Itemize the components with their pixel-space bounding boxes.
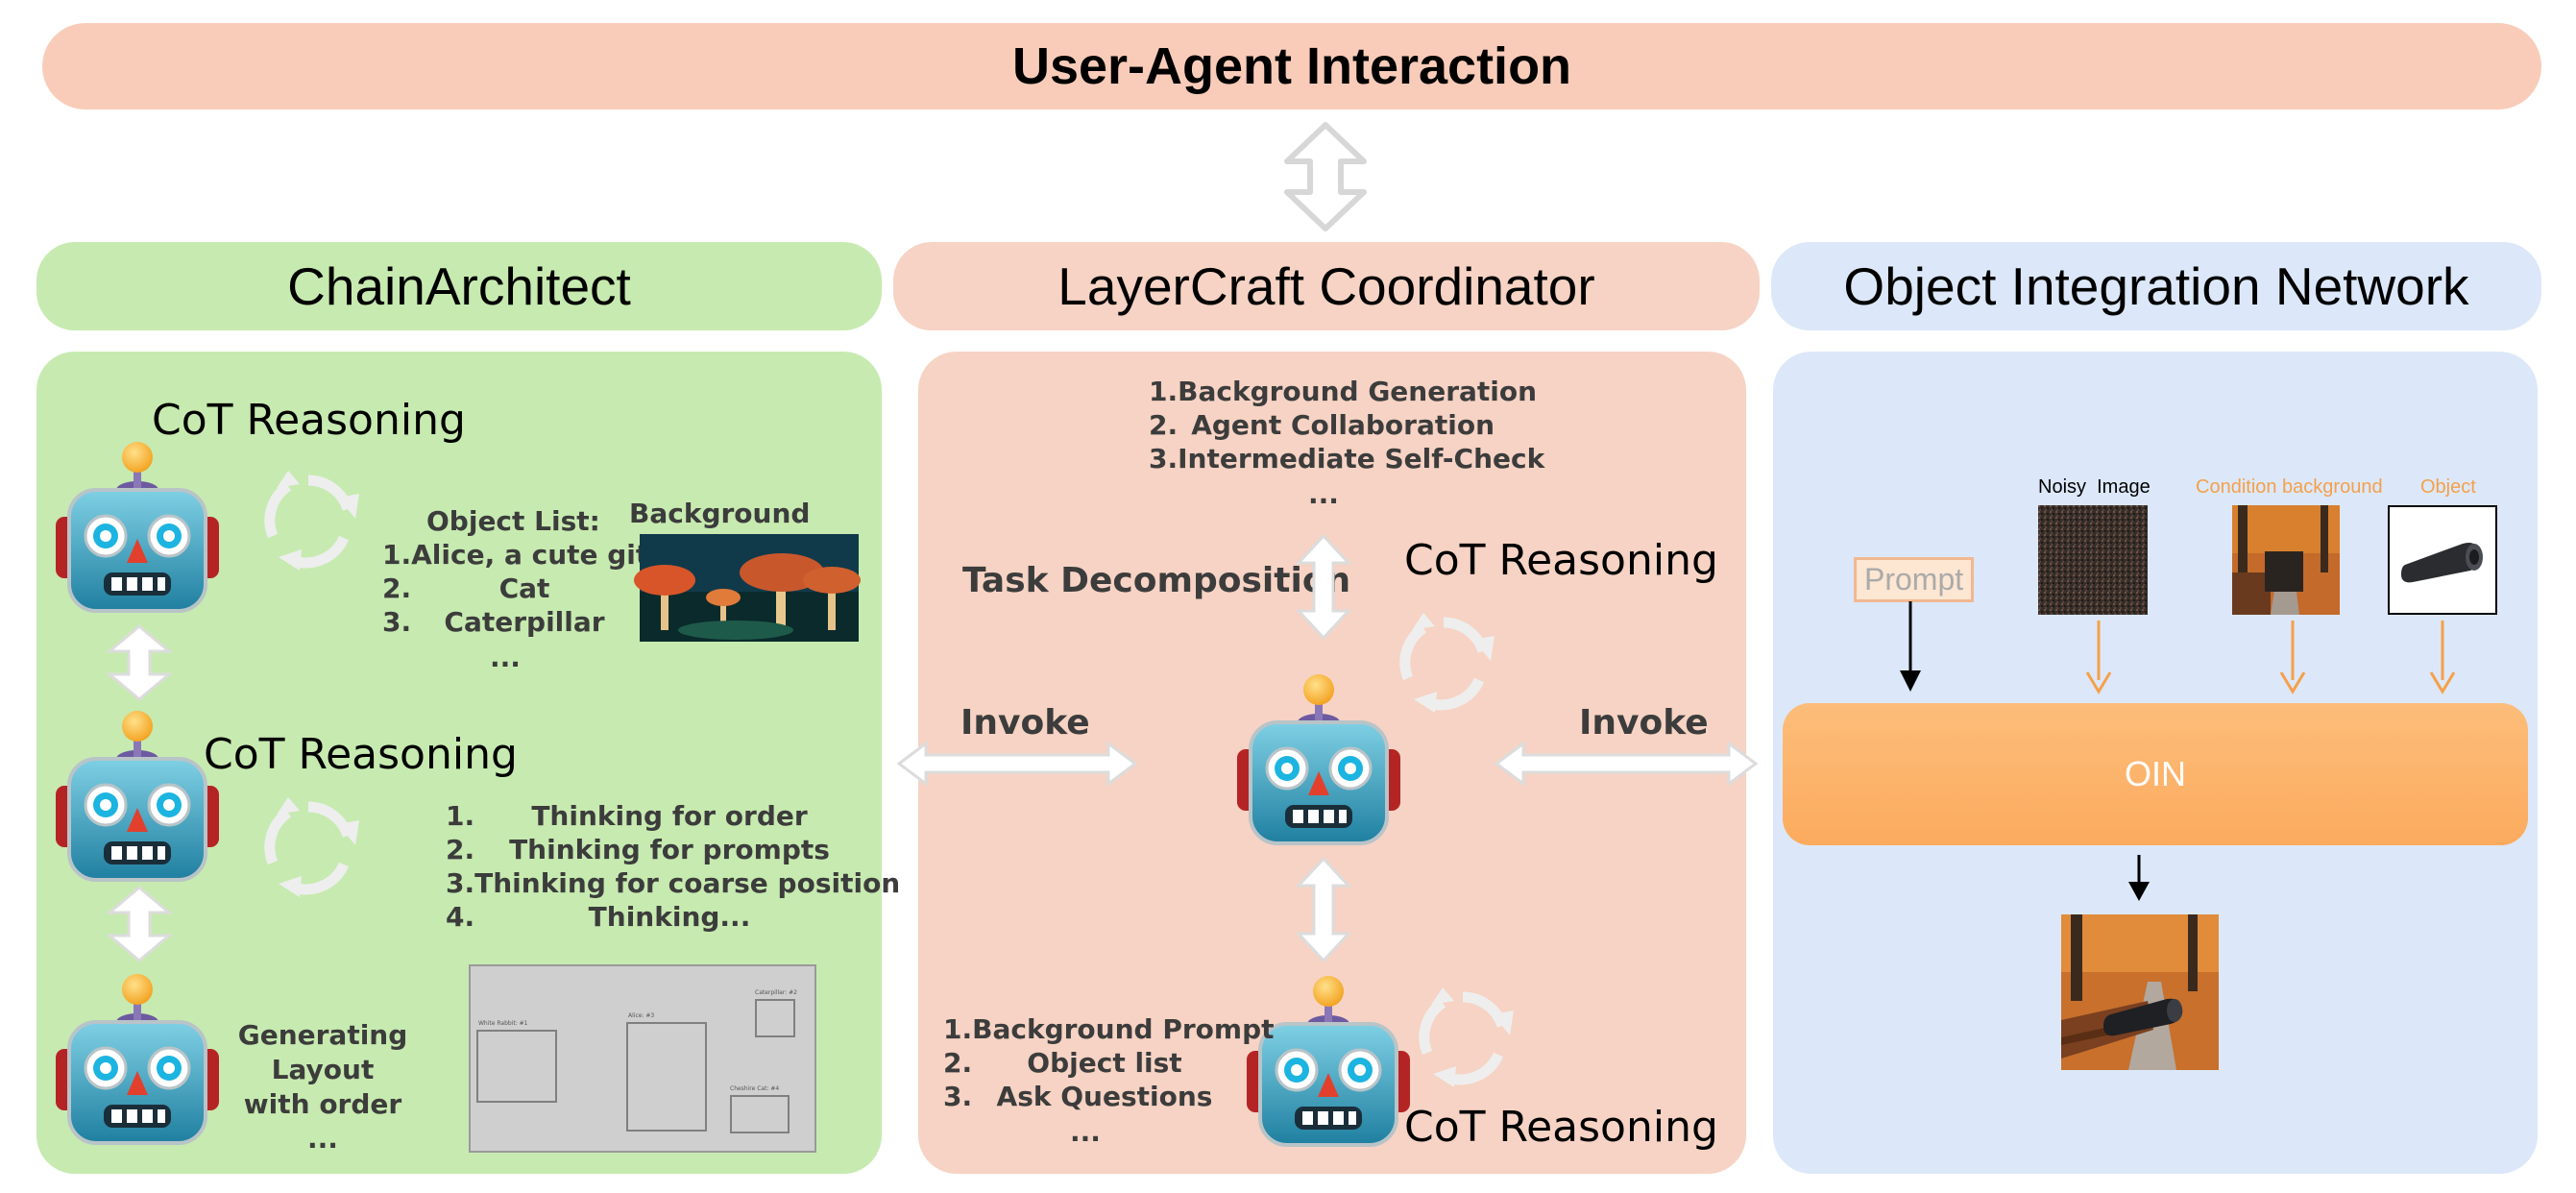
list-item: 3.Intermediate Self-Check [1149,443,1545,475]
list-item: 4.Thinking... [446,901,751,933]
condition-arrow [2279,621,2306,694]
object-list-more: ... [490,642,521,673]
layout-box-label: Cheshire Cat: #4 [730,1085,780,1092]
prompt-label: Prompt [1864,562,1964,596]
coordinator-robot-icon [1237,672,1400,845]
list-item: 3.Thinking for coarse position [446,867,901,899]
prompt-chip: Prompt [1854,557,1975,602]
object-image-frame [2388,505,2497,615]
list-item: 2.Cat [382,572,550,604]
list-item: 1.Background Generation [1149,376,1538,407]
list-item: 1.Alice, a cute git [382,539,649,571]
cycle-icon [1391,611,1496,717]
layout-line: Generating [237,1019,408,1051]
layout-text: Generating Layout with order ... [227,1018,419,1156]
vertical-arrow [105,886,174,962]
vertical-arrow [105,624,174,701]
robot-icon [1247,974,1410,1147]
vertical-arrow [1295,533,1352,641]
vertical-arrow [1295,856,1352,963]
background-image [634,534,861,642]
user-agent-arrow [1284,122,1367,231]
oin-block: OIN [1783,703,2528,845]
cot-reasoning-label: CoT Reasoning [204,730,518,779]
output-arrow [2128,855,2150,901]
layout-preview: White Rabbit: #1 Alice: #3 Caterpillar: … [469,964,816,1153]
layout-box [730,1095,790,1133]
list-item: 1.Background Prompt [943,1013,1275,1045]
layout-box-label: Caterpillar: #2 [755,989,797,996]
layout-box [626,1022,707,1132]
prompt-arrow [1900,601,1921,692]
object-list-title: Object List: [426,505,600,537]
coordinator-steps: 1.Background Generation 2.Agent Collabor… [1149,375,1545,475]
page-title: User-Agent Interaction [1011,37,1572,95]
steps-more: ... [1308,478,1339,510]
object-arrow [2429,621,2456,694]
robot-icon [56,972,219,1145]
object-image [2401,543,2483,583]
layout-box-label: Alice: #3 [628,1012,655,1019]
invoke-arrow-right [1494,741,1759,787]
title-bar: User-Agent Interaction [42,23,2541,110]
invoke-label-right: Invoke [1579,703,1709,743]
oin-title: Object Integration Network [1843,256,2469,316]
cot-reasoning-label: CoT Reasoning [1404,536,1718,585]
object-label: Object [2420,476,2476,498]
cycle-icon [255,795,361,901]
background-label: Background [629,498,811,529]
condition-background-label: Condition background [2196,476,2383,498]
layout-line: Layout [271,1054,375,1085]
oin-block-label: OIN [2124,754,2186,793]
robot-icon [56,440,219,613]
bottom-list-more: ... [1070,1116,1101,1148]
layout-box [755,999,795,1037]
list-item: 2.Thinking for prompts [446,834,830,865]
thinking-list: 1.Thinking for order 2.Thinking for prom… [446,799,901,934]
list-item: 3.Ask Questions [943,1081,1213,1112]
cot-reasoning-label: CoT Reasoning [152,396,466,445]
chain-architect-header: ChainArchitect [36,242,882,330]
invoke-arrow-left [896,741,1138,787]
noisy-arrow [2085,621,2112,694]
list-item: 3.Caterpillar [382,606,605,638]
invoke-label-left: Invoke [960,703,1090,743]
layout-more: ... [307,1123,338,1155]
layout-box [476,1030,557,1103]
chain-architect-title: ChainArchitect [287,256,631,316]
cycle-icon [255,469,361,574]
noisy-image [2038,505,2148,615]
list-item: 2.Object list [943,1047,1182,1079]
robot-icon [56,709,219,882]
cot-reasoning-label: CoT Reasoning [1404,1103,1718,1152]
coordinator-bottom-list: 1.Background Prompt 2.Object list 3.Ask … [943,1012,1275,1113]
list-item: 2.Agent Collaboration [1149,409,1495,441]
condition-background-image [2232,505,2340,615]
layercraft-header: LayerCraft Coordinator [893,242,1760,330]
task-decomposition-label: Task Decomposition [962,561,1351,600]
layercraft-title: LayerCraft Coordinator [1057,256,1595,316]
list-item: 1.Thinking for order [446,800,808,832]
object-list: 1.Alice, a cute git 2.Cat 3.Caterpillar [382,538,649,639]
cycle-icon [1410,986,1516,1091]
noisy-image-label: Noisy Image [2038,476,2151,498]
layout-box-label: White Rabbit: #1 [478,1020,528,1027]
layout-line: with order [243,1088,402,1120]
oin-header: Object Integration Network [1771,242,2541,330]
output-image [2061,914,2219,1070]
